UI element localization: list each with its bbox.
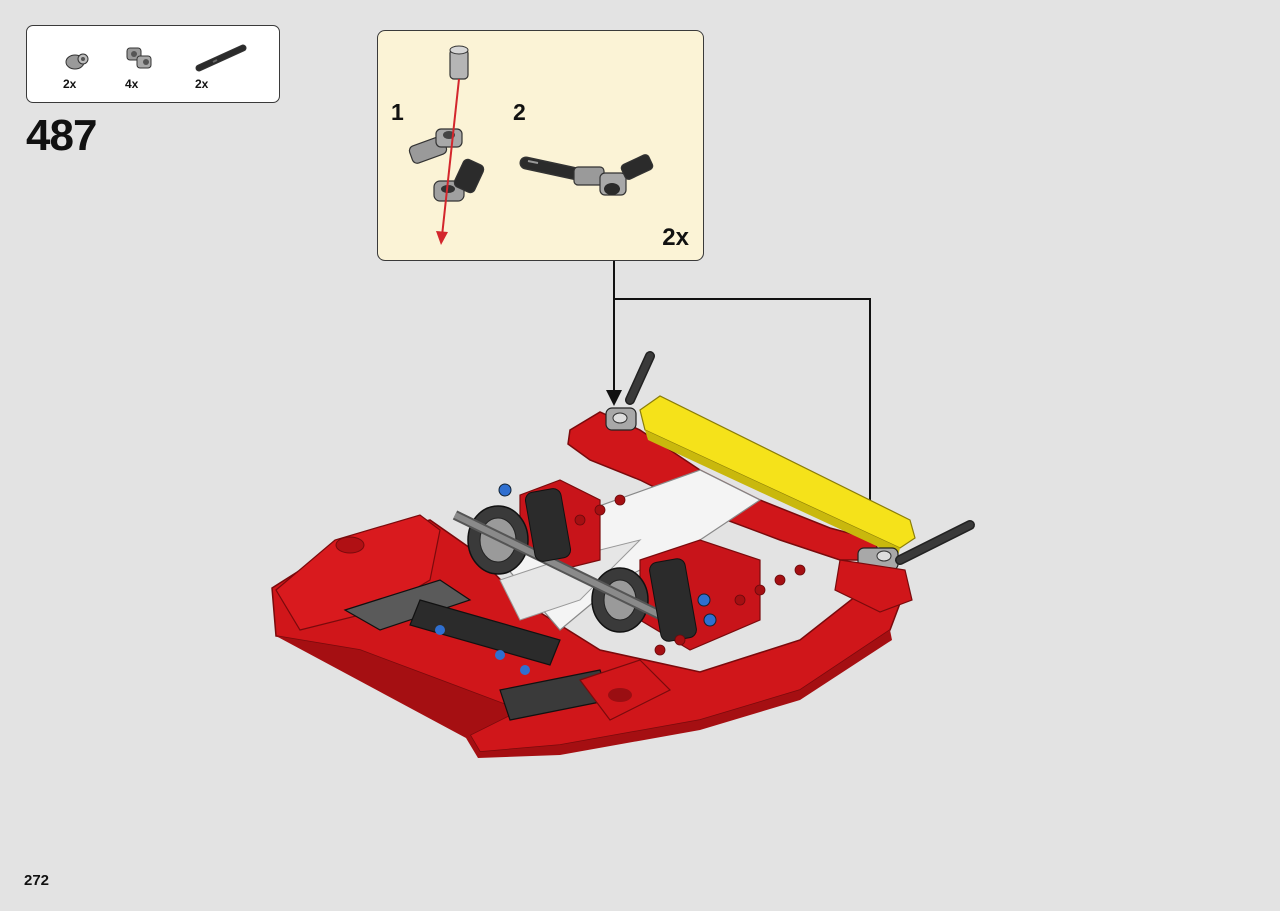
connector-peg-icon <box>65 53 89 70</box>
parts-list: 2x 4x 2x <box>26 25 280 103</box>
sub-assembly-illustration <box>408 45 654 245</box>
blue-pin <box>703 613 717 627</box>
sub-assembly-callout: 1 2 2x <box>377 30 704 261</box>
blue-pin <box>697 593 711 607</box>
part-qty: 4x <box>125 77 139 91</box>
part-qty: 2x <box>63 77 77 91</box>
part-qty: 2x <box>195 77 209 91</box>
sub-step-label-2: 2 <box>513 99 526 125</box>
sub-step-1-illustration <box>408 45 485 245</box>
red-nose <box>275 514 441 631</box>
sub-step-label-1: 1 <box>391 99 404 125</box>
step-number: 487 <box>26 111 97 160</box>
angled-connector-icon <box>126 47 152 69</box>
axle-icon <box>195 44 247 72</box>
blue-pin <box>435 625 445 635</box>
blue-pin <box>520 665 530 675</box>
red-hull-shadow <box>276 630 892 758</box>
page-number: 272 <box>24 872 50 889</box>
sub-step-2-illustration <box>519 154 654 196</box>
placed-axle-left <box>605 351 655 431</box>
blue-pin <box>498 483 512 497</box>
arrow-head-left <box>606 390 622 406</box>
part-axle: 2x <box>193 40 263 100</box>
part-connector-peg: 2x <box>57 40 127 100</box>
part-axle-connector: 4x <box>121 40 191 100</box>
sub-assembly-multiplier: 2x <box>662 224 689 251</box>
blue-pin <box>495 650 505 660</box>
